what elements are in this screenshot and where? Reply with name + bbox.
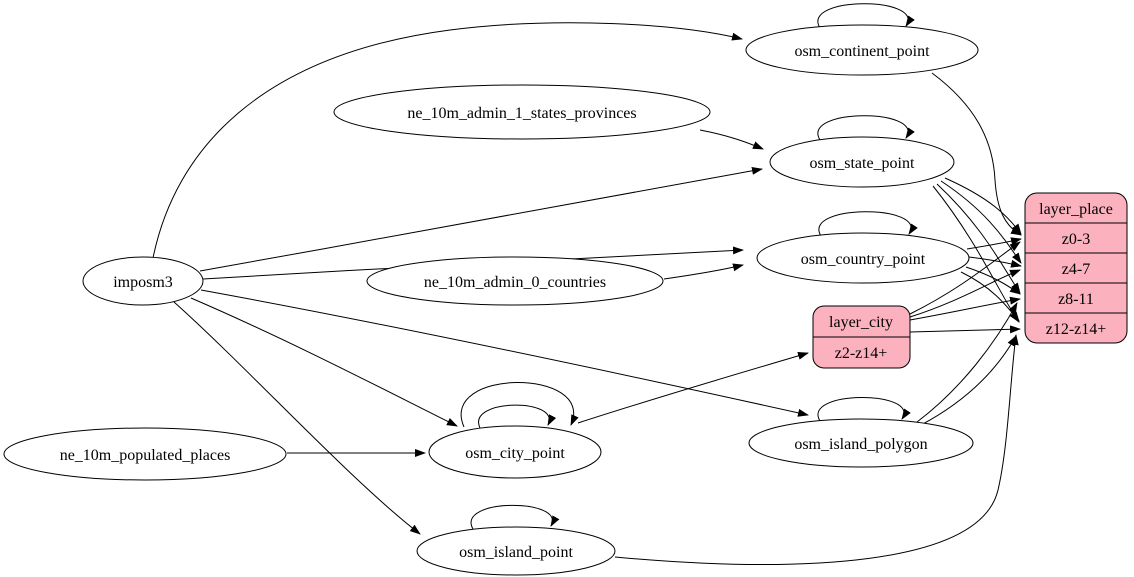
node-ne_10m_populated_places: ne_10m_populated_places <box>3 427 287 481</box>
layer_place-row-z4-7: z4-7 <box>1062 261 1090 278</box>
edge-imposm3-to-osm_island_polygon <box>200 289 809 417</box>
ne_10m_populated_places-shape <box>3 427 287 481</box>
node-osm_continent_point: osm_continent_point <box>745 24 979 76</box>
ne_10m_admin_0_countries-label: ne_10m_admin_0_countries <box>424 274 606 291</box>
osm_city_point-label: osm_city_point <box>465 445 565 462</box>
edge-osm_city_point-to-layer_city <box>577 351 809 424</box>
layer_place-row-z8-11: z8-11 <box>1058 291 1094 308</box>
node-layer_city: layer_city z2-z14+ <box>812 305 911 369</box>
selfloop-osm_country_point <box>818 211 918 237</box>
layer_city-row-z2-z14: z2-z14+ <box>835 345 888 362</box>
edge-osm_continent_point-to-z0-3 <box>931 72 1022 236</box>
edge-layer <box>152 3 1022 565</box>
osm_country_point-shape <box>756 232 970 284</box>
node-osm_city_point: osm_city_point <box>428 425 602 479</box>
imposm3-shape <box>82 256 204 306</box>
edge-imposm3-to-osm_island_point <box>173 301 421 535</box>
node-osm_island_polygon: osm_island_polygon <box>748 418 974 468</box>
edge-osm_state_point-to-z0-3 <box>944 177 1022 235</box>
edge-osm_state_point-to-z4-7 <box>940 180 1022 264</box>
osm_island_polygon-label: osm_island_polygon <box>794 436 927 453</box>
edge-osm_country_point-to-z4-7 <box>968 256 1022 268</box>
layer_place-row-z12-z14: z12-z14+ <box>1046 321 1107 338</box>
edge-imposm3-to-osm_city_point <box>190 297 458 427</box>
osm_island_point-label: osm_island_point <box>459 544 573 561</box>
edge-osm_island_polygon-to-z12-z14 <box>920 335 1017 426</box>
selfloop-osm_city_point-inner <box>478 404 557 429</box>
edge-layer_city-to-z12-z14 <box>909 325 1021 334</box>
selfloop-osm_city_point-outer <box>460 382 579 428</box>
osm_city_point-shape <box>428 425 602 479</box>
layer_place-title: layer_place <box>1039 201 1113 218</box>
edge-osm_state_point-to-z8-11 <box>936 183 1021 294</box>
imposm3-label: imposm3 <box>113 274 173 291</box>
osm_state_point-label: osm_state_point <box>810 155 915 172</box>
ne_10m_admin_1_states_provinces-shape <box>333 84 711 140</box>
ne_10m_admin_0_countries-shape <box>366 256 664 306</box>
osm_island_point-shape <box>416 526 616 576</box>
node-ne_10m_admin_1_states_provinces: ne_10m_admin_1_states_provinces <box>333 84 711 140</box>
node-imposm3: imposm3 <box>82 256 204 306</box>
edge-osm_island_point-to-z12-z14 <box>614 334 1019 565</box>
node-osm_island_point: osm_island_point <box>416 526 616 576</box>
node-ne_10m_admin_0_countries: ne_10m_admin_0_countries <box>366 256 664 306</box>
edge-layer_city-to-z8-11 <box>909 296 1021 321</box>
edge-ne_10m_admin_1_states_provinces-to-osm_state_point <box>699 129 764 150</box>
node-osm_country_point: osm_country_point <box>756 232 970 284</box>
layer_place-row-z0-3: z0-3 <box>1062 231 1090 248</box>
selfloop-osm_island_polygon <box>817 397 911 422</box>
osm_island_polygon-shape <box>748 418 974 468</box>
edge-ne_10m_admin_0_countries-to-osm_country_point <box>663 263 744 280</box>
edge-osm_country_point-to-z12-z14 <box>960 271 1020 322</box>
layer_place-shape <box>1024 192 1128 344</box>
edge-osm_country_point-to-z0-3 <box>966 237 1022 250</box>
selfloop-osm_state_point <box>817 115 915 141</box>
edge-imposm3-to-osm_continent_point <box>152 22 743 259</box>
edge-osm_island_polygon-to-z8-11 <box>916 302 1018 423</box>
edge-layer_city-to-z0-3 <box>909 241 1021 315</box>
ne_10m_populated_places-label: ne_10m_populated_places <box>60 447 231 464</box>
ne_10m_admin_1_states_provinces-label: ne_10m_admin_1_states_provinces <box>407 105 636 122</box>
edge-osm_country_point-to-z8-11 <box>965 266 1021 295</box>
node-osm_state_point: osm_state_point <box>769 136 955 188</box>
edge-layer_city-to-z4-7 <box>909 269 1021 318</box>
edge-imposm3-to-osm_state_point <box>199 166 763 272</box>
selfloop-osm_continent_point <box>817 3 915 29</box>
osm_continent_point-label: osm_continent_point <box>794 43 930 60</box>
osm_country_point-label: osm_country_point <box>801 251 926 268</box>
osm_continent_point-shape <box>745 24 979 76</box>
selfloop-osm_island_point <box>470 504 560 530</box>
layer_city-title: layer_city <box>829 314 893 331</box>
node-layer_place: layer_place z0-3 z4-7 z8-11 z12-z14+ <box>1024 192 1128 344</box>
osm_state_point-shape <box>769 136 955 188</box>
